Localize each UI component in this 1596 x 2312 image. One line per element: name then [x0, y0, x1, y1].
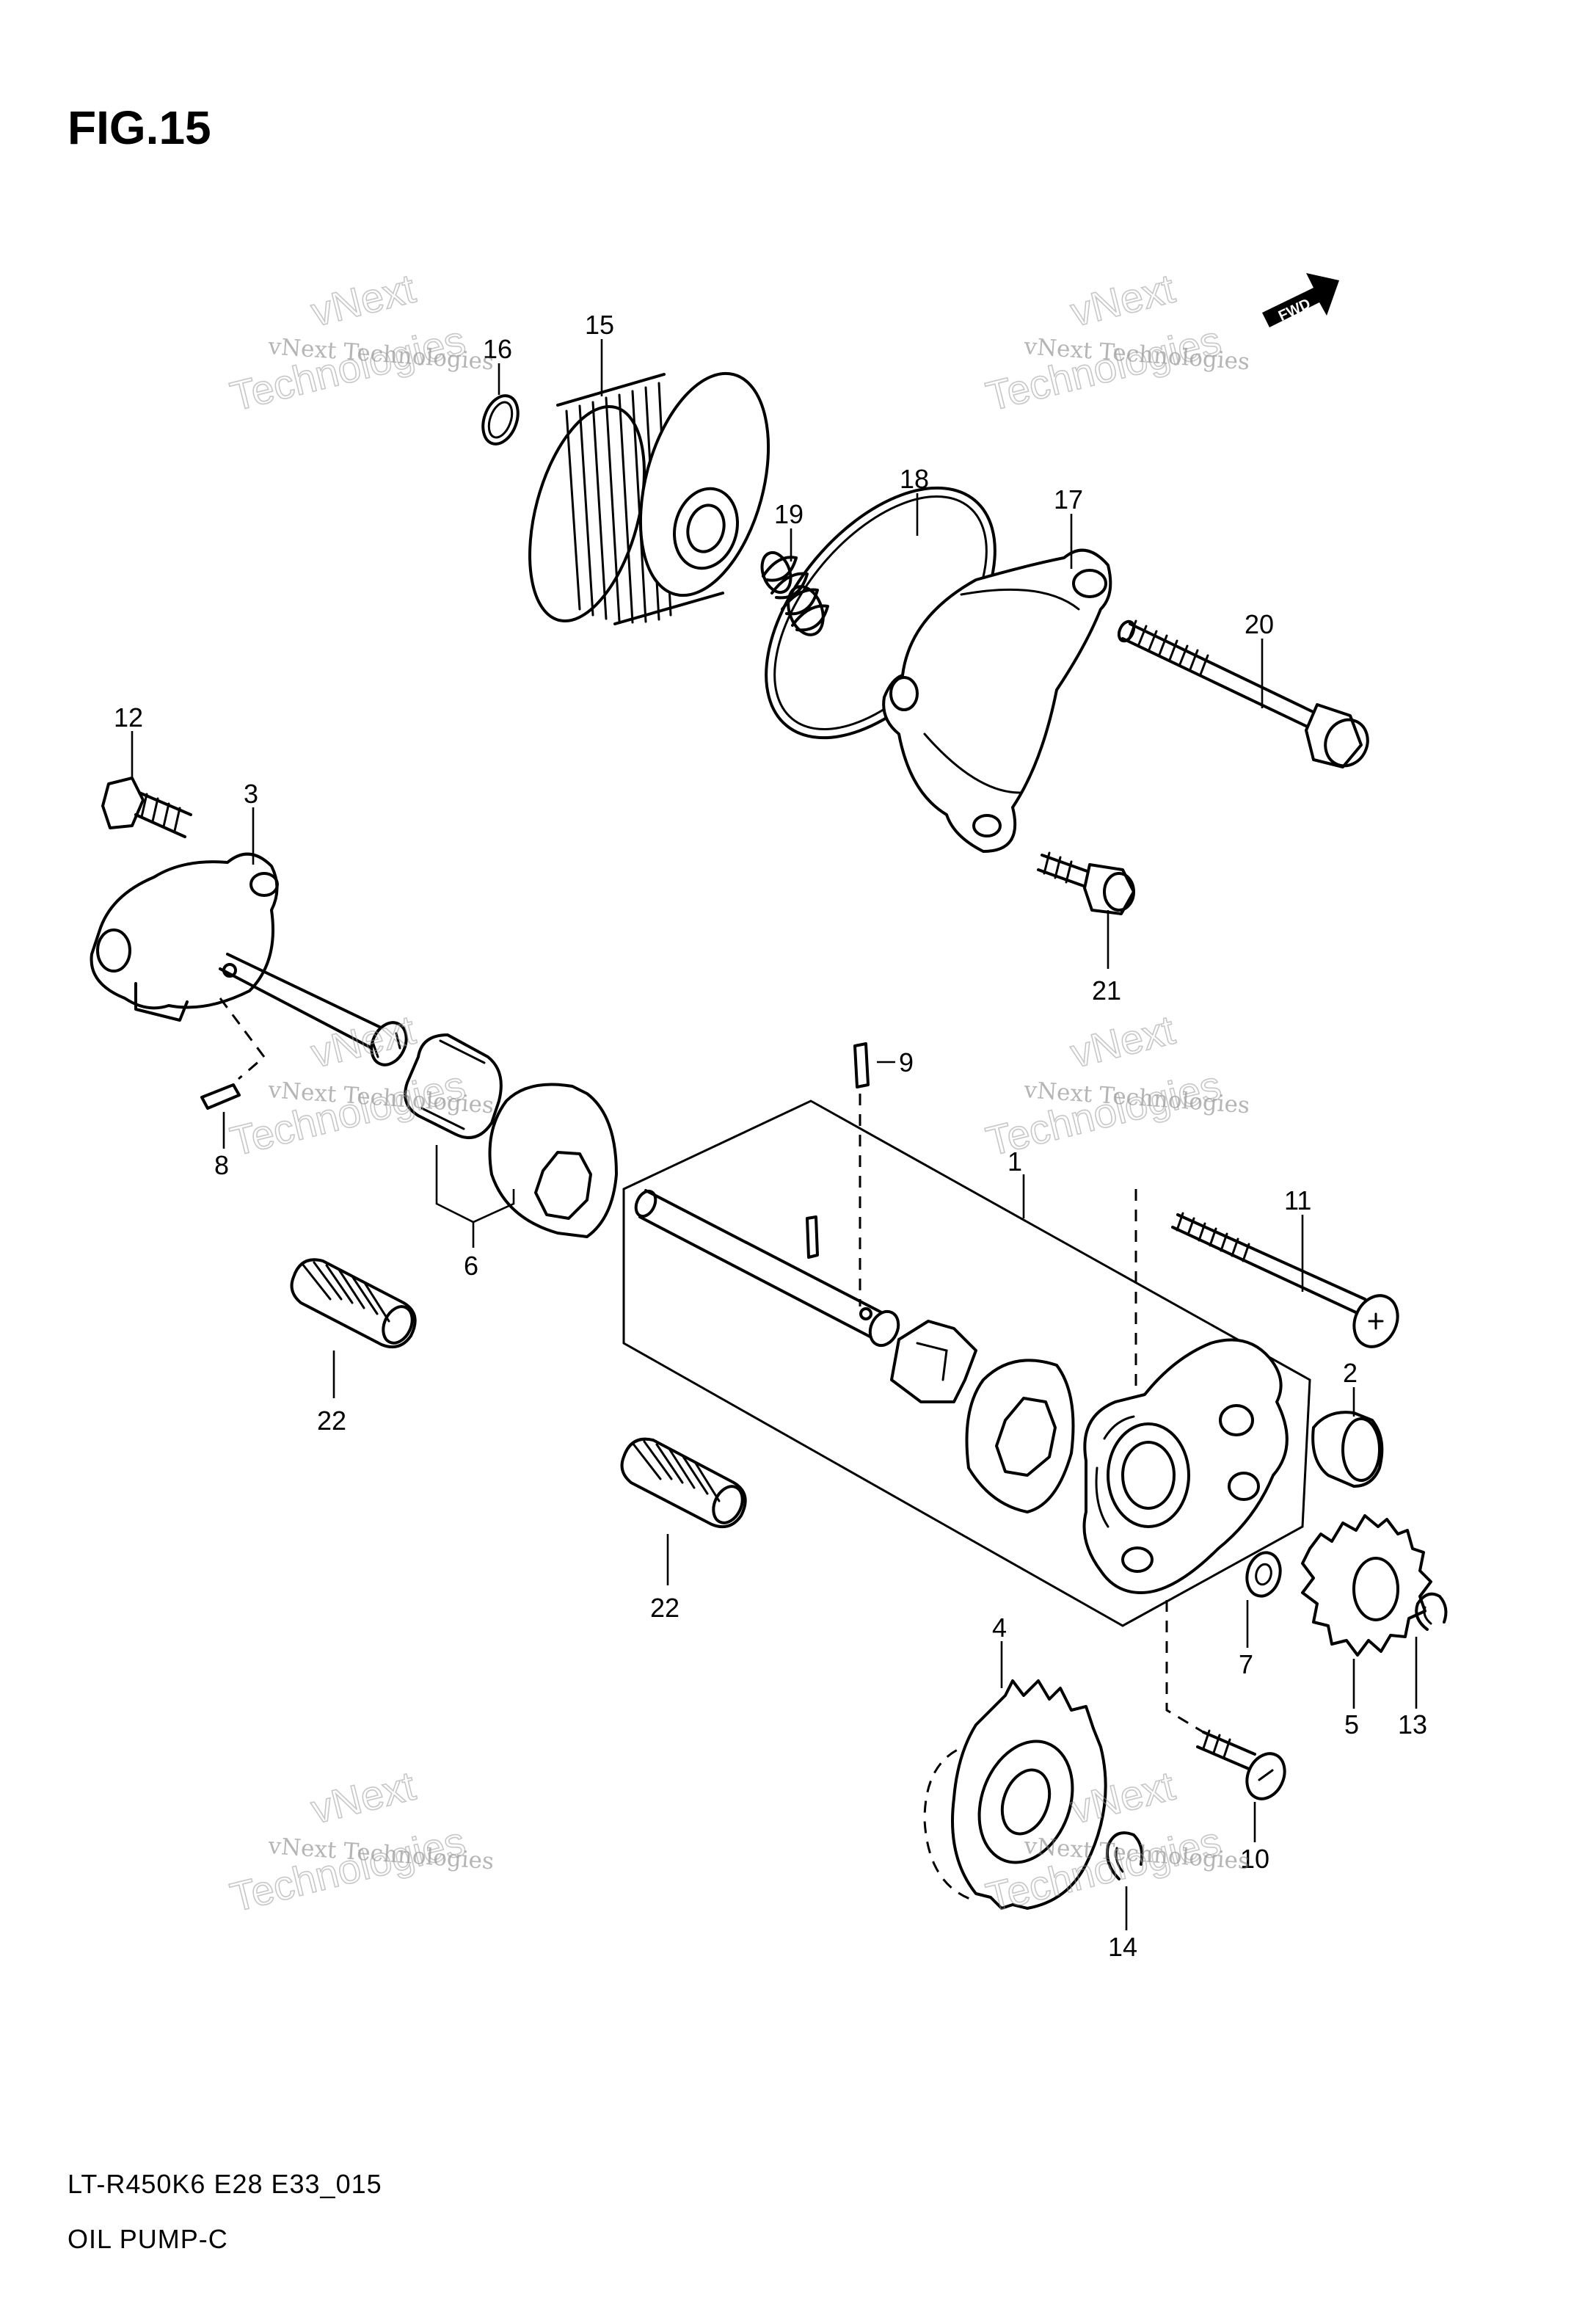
rotor-set-6	[404, 1033, 618, 1238]
footer-model-code: LT-R450K6 E28 E33_015	[68, 2169, 382, 2199]
watermark-top-right: vNext vNext Technologies Technologies	[981, 264, 1250, 420]
leader-lines	[131, 339, 1418, 1930]
callout-5: 5	[1344, 1709, 1359, 1740]
callout-12: 12	[114, 702, 143, 733]
bolt-12	[101, 777, 192, 838]
o-ring-small	[481, 394, 520, 446]
watermark-top-left-vnext: vNext	[307, 265, 420, 335]
callout-20: 20	[1245, 609, 1274, 639]
oil-filter	[528, 371, 770, 625]
washer-7	[1245, 1551, 1282, 1598]
screw-10	[1165, 1600, 1286, 1800]
callout-2: 2	[1343, 1358, 1358, 1388]
callout-16: 16	[483, 334, 512, 364]
pump-cover-with-shaft	[90, 852, 408, 1080]
pump-shaft	[634, 1189, 900, 1348]
outer-rotor	[965, 1359, 1075, 1513]
bushing-2	[1311, 1411, 1384, 1488]
fwd-arrow-icon: FWD	[1262, 273, 1339, 327]
callout-21: 21	[1092, 975, 1121, 1006]
callout-17: 17	[1054, 484, 1083, 515]
callout-9: 9	[899, 1047, 914, 1077]
gear-5	[1301, 1514, 1432, 1657]
callout-3: 3	[244, 779, 258, 809]
gear-4	[923, 1679, 1107, 1910]
watermark-bottom-left: vNext vNext Technologies Technologies	[225, 1762, 495, 1921]
watermark-mid-left: vNext vNext Technologies Technologies	[225, 1006, 495, 1165]
watermark-top-left: vNext vNext Technologies Technologies	[225, 264, 495, 420]
watermark-top-right-technologies: Technologies	[982, 316, 1225, 419]
circlip-14	[1106, 1831, 1144, 1880]
callout-13: 13	[1398, 1709, 1427, 1740]
dowel-pin-left	[290, 1258, 417, 1348]
watermark-top-left-technologies: Technologies	[226, 316, 470, 419]
callout-15: 15	[585, 310, 614, 340]
circlip-13	[1415, 1592, 1448, 1631]
watermark-bottom-left-vnext: vNext	[307, 1762, 420, 1833]
filter-cap	[882, 548, 1112, 853]
callout-7: 7	[1239, 1649, 1253, 1679]
watermark-bottom-left-technologies: Technologies	[226, 1817, 470, 1920]
bolt-short-cap	[1037, 851, 1135, 915]
watermark-mid-right: vNext vNext Technologies Technologies	[981, 1006, 1250, 1165]
footer-section-name: OIL PUMP-C	[68, 2224, 228, 2254]
pin-9	[853, 1042, 870, 1306]
callout-6: 6	[464, 1251, 478, 1281]
callout-4: 4	[992, 1613, 1007, 1643]
watermark-mid-left-technologies: Technologies	[226, 1061, 470, 1164]
pin-8	[200, 1083, 241, 1110]
callout-14: 14	[1108, 1932, 1137, 1962]
callout-10: 10	[1240, 1844, 1269, 1874]
watermark-mid-right-vnext: vNext	[1066, 1006, 1180, 1077]
watermark-mid-left-vnext: vNext	[307, 1006, 420, 1077]
spring	[760, 550, 829, 636]
callout-1: 1	[1007, 1146, 1022, 1177]
figure-title: FIG.15	[68, 101, 211, 154]
callout-labels: 1 2 3 4 5 6 7 8 9 10 11 12 13 14 15 16 1…	[114, 310, 1427, 1962]
callout-22-left: 22	[317, 1406, 346, 1436]
callout-18: 18	[900, 464, 929, 494]
watermark-mid-right-technologies: Technologies	[982, 1061, 1225, 1164]
oil-pump-assembly-box	[622, 1099, 1311, 1627]
callout-22-center: 22	[650, 1593, 679, 1623]
callout-19: 19	[774, 499, 804, 529]
bolt-long-cap	[1117, 619, 1369, 768]
screw-11	[1171, 1212, 1399, 1348]
dowel-pin-center	[620, 1437, 747, 1528]
inner-rotor	[890, 1320, 977, 1403]
callout-8: 8	[214, 1150, 229, 1180]
callout-11: 11	[1284, 1185, 1311, 1215]
watermark-top-right-vnext: vNext	[1066, 265, 1180, 335]
pump-body	[1082, 1189, 1289, 1594]
